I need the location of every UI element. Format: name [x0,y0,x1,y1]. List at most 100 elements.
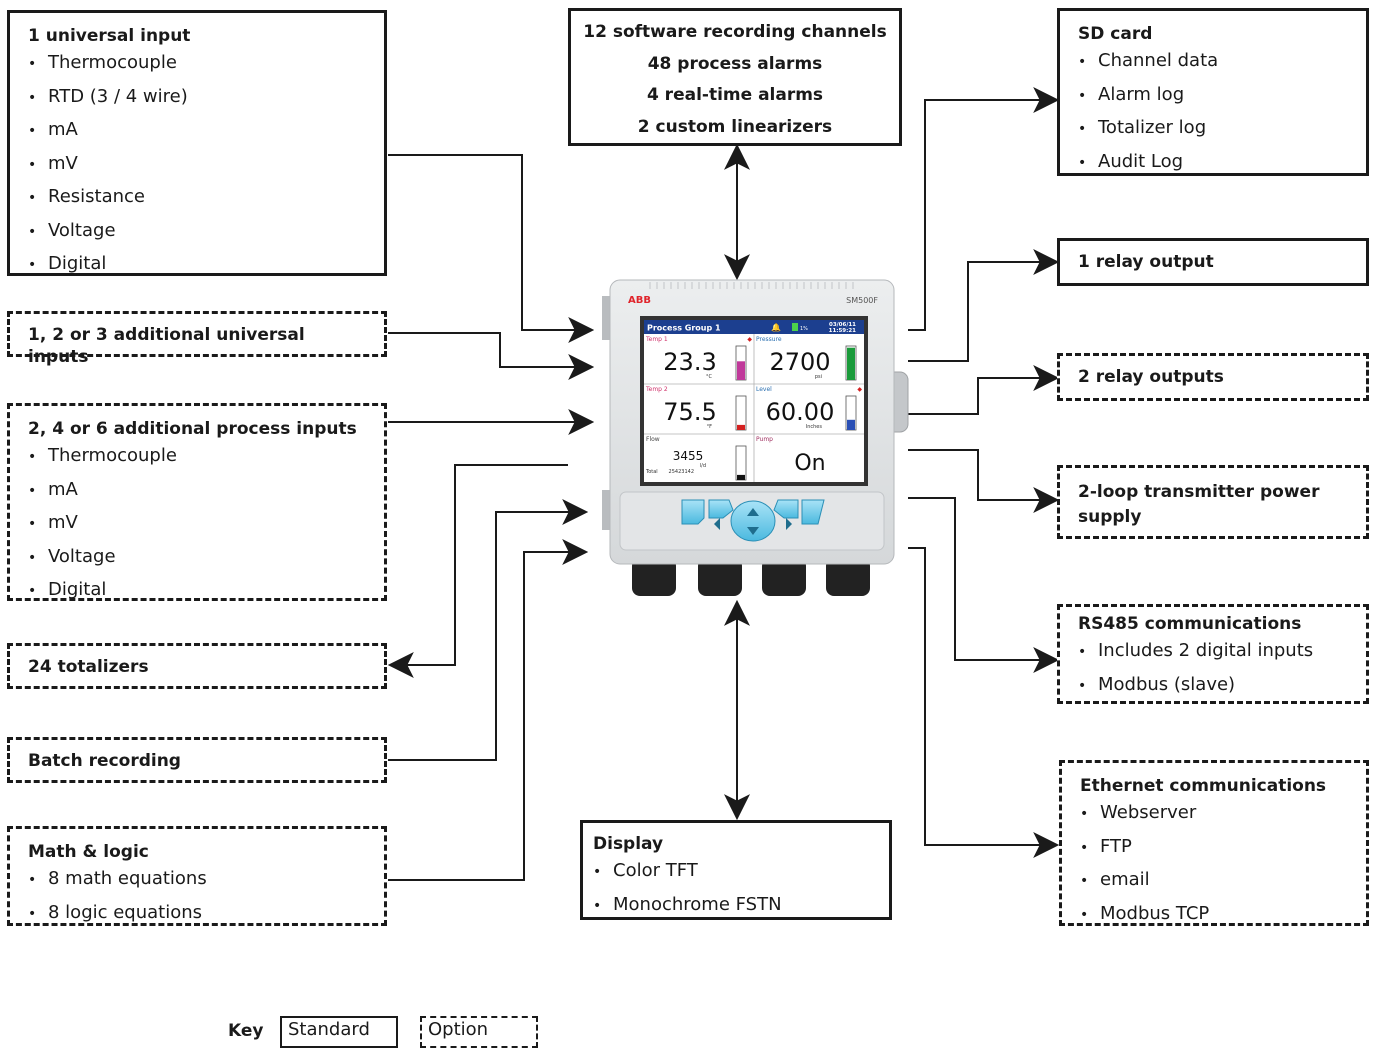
cell-label: Pressure [756,336,782,343]
rs485-box: RS485 communications Includes 2 digital … [1057,604,1369,704]
ethernet-list: Webserver FTP email Modbus TCP [1080,797,1348,931]
list-item: Voltage [28,541,366,575]
sd-card-box: SD card Channel data Alarm log Totalizer… [1057,8,1369,176]
cell-label: Temp 1 [645,336,668,343]
list-item: Thermocouple [28,440,366,474]
display-box: Display Color TFT Monochrome FSTN [580,820,892,920]
wire-totalizers [387,464,568,678]
cell-unit: l/d [700,463,706,469]
wire-ethernet [908,547,1060,858]
list-item: Resistance [28,181,366,215]
bar-fill [737,474,745,480]
math-logic-list: 8 math equations 8 logic equations [28,863,366,930]
keypad [681,499,825,542]
totalizers-box: 24 totalizers [7,643,387,689]
cell-unit: °F [707,424,713,430]
model-label: SM500F [846,296,878,305]
function-button[interactable] [801,499,825,525]
additional-process-inputs-title: 2, 4 or 6 additional process inputs [28,419,357,439]
batch-recording-title: Batch recording [28,751,181,771]
battery-icon [792,323,798,331]
vents [649,282,854,289]
recorder-device: ABB SM500F Process Group 1 🔔 1% 03/06/11… [602,279,909,596]
cell-value: 60.00 [766,398,835,426]
wire-batch [388,499,589,761]
software-line: 2 custom linearizers [637,116,833,137]
list-item: mV [28,148,366,182]
key-option: Option [420,1016,538,1048]
universal-input-box: 1 universal input Thermocouple RTD (3 / … [7,10,387,276]
cell-value: 3455 [673,449,704,463]
list-item: Color TFT [593,855,871,889]
software-line: 12 software recording channels [583,22,887,42]
list-item: mV [28,507,366,541]
transmitter-power-box: 2-loop transmitter power supply [1057,465,1369,539]
totalizers-title: 24 totalizers [28,657,149,677]
total-label: Total [645,469,658,475]
screen-title: Process Group 1 [647,324,721,333]
cable-glands [632,558,870,596]
sd-card-title: SD card [1078,24,1153,44]
list-item: Modbus TCP [1080,898,1348,932]
list-item: 8 math equations [28,863,366,897]
cell-unit: °C [706,374,713,380]
relay-outputs-title: 2 relay outputs [1078,367,1224,387]
relay-outputs-box: 2 relay outputs [1057,353,1369,401]
wire-rs485 [908,497,1060,673]
cell-value: 23.3 [663,348,716,376]
up-arrow-icon [747,508,759,516]
cell-value: 2700 [769,348,830,376]
wire-sd-card [908,87,1060,331]
brand-logo: ABB [628,295,651,306]
wire-relay1 [908,249,1060,362]
rs485-title: RS485 communications [1078,614,1302,634]
list-item: Audit Log [1078,146,1348,180]
list-item: Digital [28,574,366,608]
view-button[interactable] [708,499,734,519]
list-item: Channel data [1078,45,1348,79]
cell-label: Pump [756,436,773,443]
software-line: 4 real-time alarms [646,85,824,105]
battery-level: 1% [800,326,808,332]
right-arrow-icon [786,518,792,530]
list-item: Webserver [1080,797,1348,831]
cell-unit: Inches [806,424,823,430]
wire-additional-universal [388,332,595,380]
rs485-list: Includes 2 digital inputs Modbus (slave) [1078,635,1348,702]
wire-relay2 [898,365,1060,415]
total-value: 25423142 [669,469,694,475]
math-logic-box: Math & logic 8 math equations 8 logic eq… [7,826,387,926]
list-item: 8 logic equations [28,897,366,931]
additional-process-inputs-box: 2, 4 or 6 additional process inputs Ther… [7,403,387,601]
list-item: email [1080,864,1348,898]
group-button[interactable] [773,499,799,519]
list-item: mA [28,114,366,148]
software-line: 48 process alarms [647,53,823,74]
cell-label: Temp 2 [645,386,668,393]
list-item: Modbus (slave) [1078,669,1348,703]
list-item: FTP [1080,831,1348,865]
transmitter-power-title: 2-loop transmitter power supply [1078,482,1320,527]
cell-unit: psi [815,374,822,380]
list-item: Thermocouple [28,47,366,81]
bar-fill [737,424,745,430]
universal-input-title: 1 universal input [28,26,191,46]
software-features-box: 12 software recording channels 48 proces… [568,8,902,146]
bar-fill [847,419,855,430]
hinge [602,490,612,530]
display-list: Color TFT Monochrome FSTN [593,855,871,922]
screen-time: 11:59:21 [829,328,857,334]
cell-value: 75.5 [663,398,716,426]
list-item: Totalizer log [1078,112,1348,146]
screen-title-bar [644,320,864,334]
ethernet-box: Ethernet communications Webserver FTP em… [1059,760,1369,926]
cell-value: On [794,451,825,476]
math-logic-title: Math & logic [28,842,149,862]
list-item: Includes 2 digital inputs [1078,635,1348,669]
menu-button[interactable] [681,499,705,525]
wire-universal-input [388,154,595,343]
navigation-pad[interactable] [730,500,776,542]
screen-grid [644,334,864,482]
list-item: RTD (3 / 4 wire) [28,81,366,115]
alarm-indicator-icon: ◆ [747,336,752,343]
